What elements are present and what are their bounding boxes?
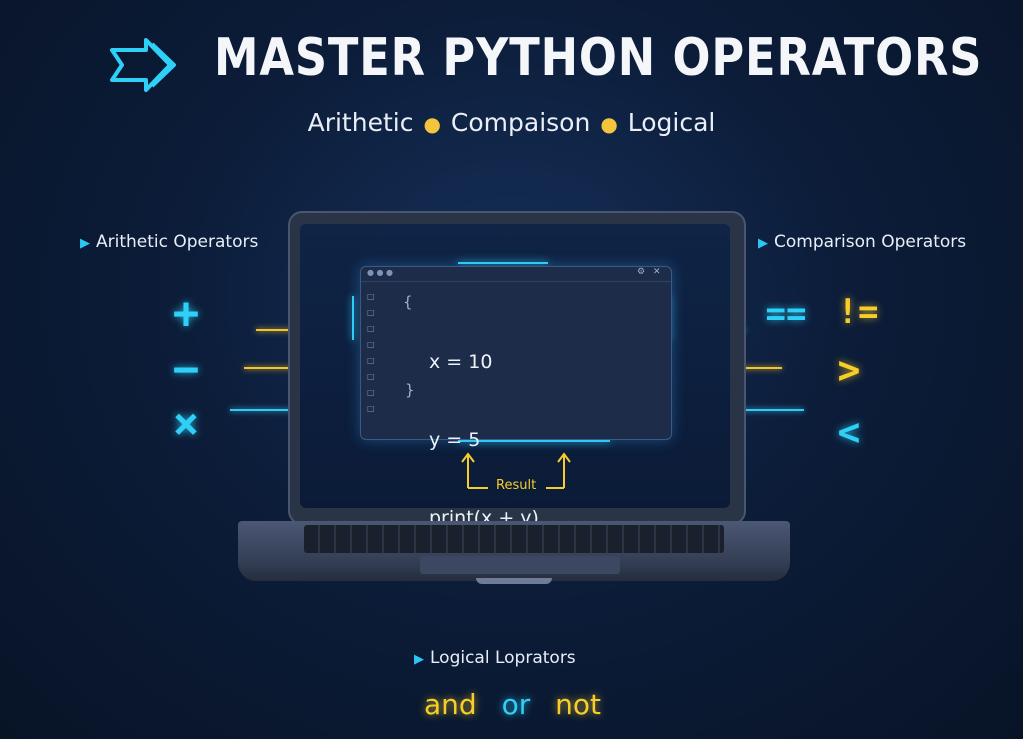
- double-chevron-right-icon: [110, 38, 176, 92]
- minus-operator: −: [172, 344, 200, 395]
- result-arrows-icon: [461, 452, 571, 489]
- connector-line: [230, 409, 326, 411]
- screen-glow-line: [458, 262, 548, 264]
- close-brace: }: [405, 381, 415, 399]
- equal-operator: ==: [765, 294, 807, 334]
- window-dots-icon: ● ● ●: [367, 268, 394, 277]
- bullet-dot: ●: [423, 112, 441, 136]
- subtitle-arithmetic: Arithetic: [307, 108, 414, 137]
- page-title: MASTER PYTHON OPERATORS: [214, 28, 983, 88]
- logical-operators-row: and or not: [424, 688, 601, 721]
- open-brace: {: [403, 293, 413, 311]
- line-number-gutter: □□□□□□□□: [367, 292, 375, 413]
- triangle-bullet-icon: ▶: [758, 236, 768, 251]
- subtitle-logical: Logical: [627, 108, 716, 137]
- comparison-label-text: Comparison Operators: [774, 232, 967, 252]
- laptop-notch: [476, 578, 552, 584]
- triangle-bullet-icon: ▶: [80, 236, 90, 251]
- plus-operator: +: [172, 288, 200, 339]
- editor-title-bar: ● ● ● ⚙ ✕: [361, 267, 671, 282]
- logical-label-text: Logical Loprators: [430, 648, 576, 668]
- screen-glow-line: [352, 296, 354, 340]
- bullet-dot: ●: [600, 112, 618, 136]
- close-icon[interactable]: ✕: [653, 267, 661, 277]
- less-than-operator: <: [837, 410, 861, 454]
- multiply-operator: ×: [172, 398, 200, 449]
- comparison-section-label: ▶ Comparison Operators: [758, 232, 966, 252]
- code-editor-window: ● ● ● ⚙ ✕ □□□□□□□□ { x = 10 y = 5 print(…: [360, 266, 672, 529]
- arithmetic-section-label: ▶ Arithetic Operators: [80, 232, 258, 252]
- connector-line: [712, 409, 804, 411]
- laptop-trackpad: [420, 556, 620, 574]
- not-equal-operator: !=: [837, 292, 879, 332]
- triangle-bullet-icon: ▶: [414, 652, 424, 667]
- code-line: y = 5: [429, 429, 481, 451]
- subtitle-comparison: Compaison: [450, 108, 591, 137]
- result-label: Result: [496, 478, 537, 493]
- screen-glow-line: [458, 440, 610, 442]
- greater-than-operator: >: [837, 348, 861, 392]
- or-operator: or: [501, 688, 531, 721]
- subtitle: Arithetic ● Compaison ● Logical: [0, 108, 1023, 137]
- code-line: x = 10: [429, 351, 493, 373]
- logical-section-label: ▶ Logical Loprators: [414, 648, 576, 668]
- settings-icon[interactable]: ⚙: [637, 267, 646, 277]
- and-operator: and: [424, 688, 477, 721]
- laptop-keyboard: [304, 525, 724, 553]
- arithmetic-label-text: Arithetic Operators: [96, 232, 259, 252]
- not-operator: not: [555, 688, 602, 721]
